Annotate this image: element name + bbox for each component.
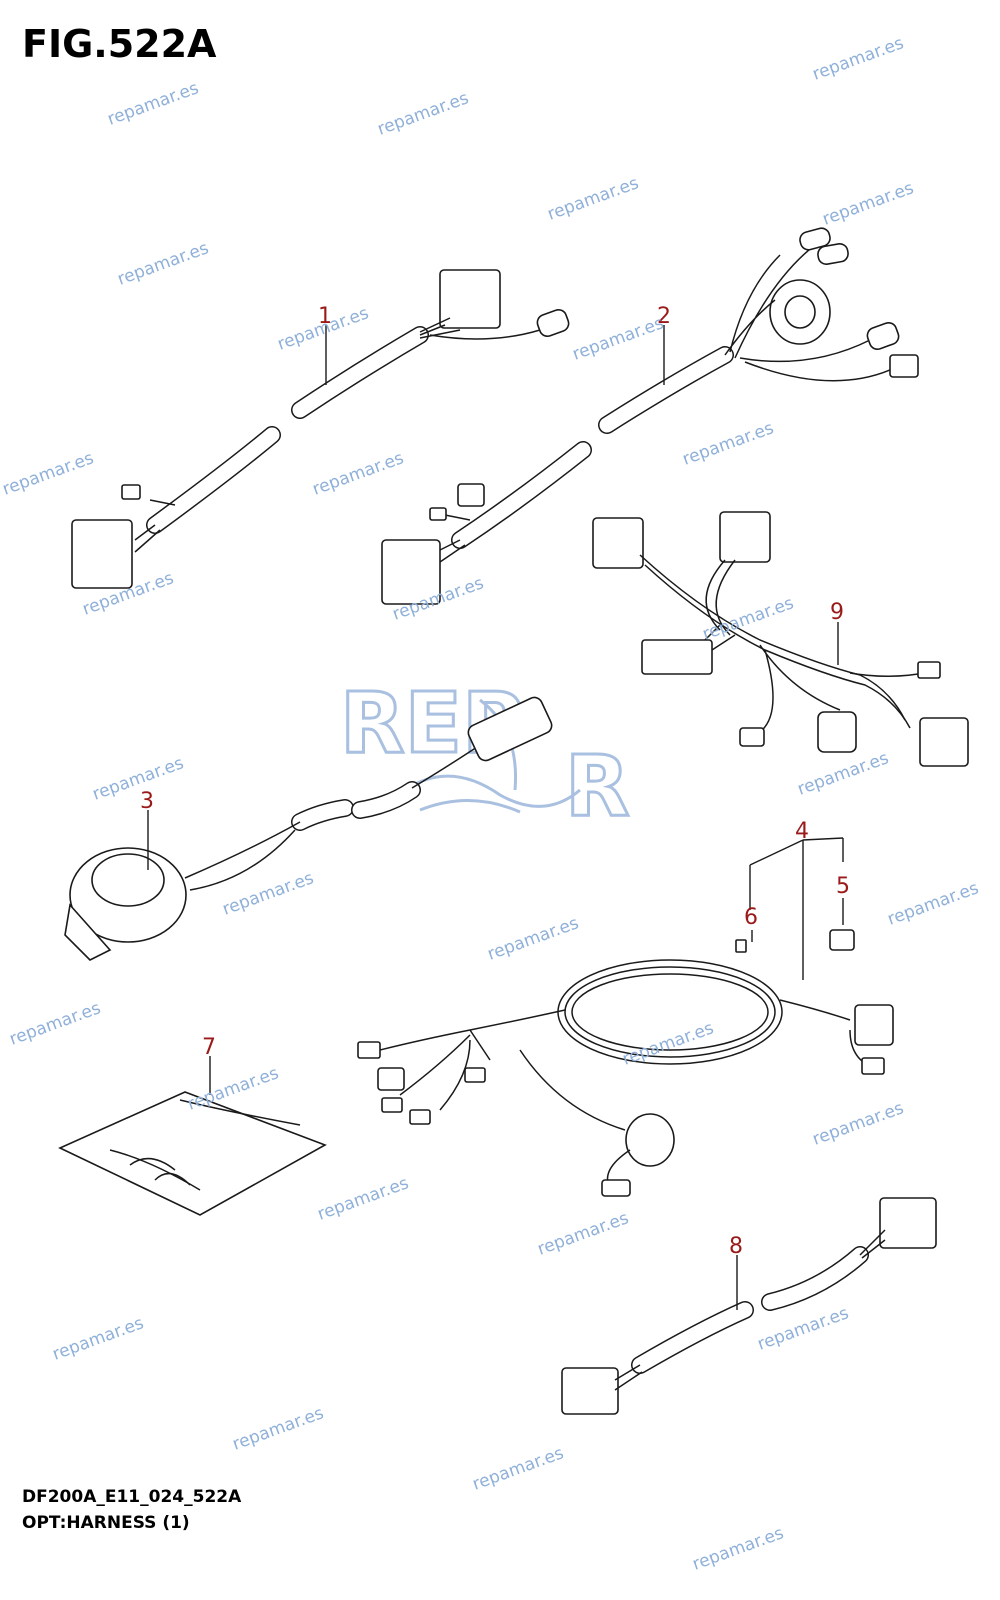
watermark: repamar.es (570, 313, 667, 364)
watermark: repamar.es (50, 1313, 147, 1364)
watermark: repamar.es (810, 1098, 907, 1149)
watermark: repamar.es (90, 753, 187, 804)
watermark: repamar.es (885, 878, 982, 929)
watermark: repamar.es (680, 418, 777, 469)
callout-7: 7 (202, 1035, 216, 1060)
part-4-harness (357, 929, 894, 1197)
part-9-harness (592, 511, 969, 767)
callouts: 1 2 3 4 5 6 7 8 9 (140, 304, 850, 1259)
watermark: repamar.es (470, 1443, 567, 1494)
watermark: repamar.es (0, 448, 96, 499)
part-3-sensor (64, 696, 553, 961)
leader-lines (147, 325, 844, 1310)
watermark: repamar.es (185, 1063, 282, 1114)
part-8-harness (561, 1197, 937, 1415)
watermark: repamar.es (810, 33, 907, 84)
watermark: repamar.es (700, 593, 797, 644)
watermark: repamar.es (105, 78, 202, 129)
callout-3: 3 (140, 789, 154, 814)
callout-8: 8 (729, 1234, 743, 1259)
part-7-bag (58, 1091, 327, 1216)
watermark: repamar.es (485, 913, 582, 964)
figure-title: FIG.522A (22, 22, 217, 66)
watermark: repamar.es (375, 88, 472, 139)
section-title: OPT:HARNESS (1) (22, 1513, 190, 1533)
watermark: repamar.es (545, 173, 642, 224)
callout-6: 6 (744, 905, 758, 930)
part-1-harness (71, 269, 570, 589)
part-2-harness (381, 227, 919, 605)
logo-wave-1 (404, 774, 581, 808)
logo-text-bottom: R (565, 737, 630, 835)
watermark: repamar.es (820, 178, 917, 229)
watermark: repamar.es (795, 748, 892, 799)
watermark: repamar.es (535, 1208, 632, 1259)
callout-5: 5 (836, 874, 850, 899)
leader-4-to-6 (749, 839, 804, 866)
watermark: repamar.es (315, 1173, 412, 1224)
watermark: repamar.es (310, 448, 407, 499)
watermark: repamar.es (690, 1523, 787, 1574)
leader-4-to-5 (802, 837, 844, 841)
callout-4: 4 (795, 819, 809, 844)
watermark: repamar.es (7, 998, 104, 1049)
model-code: DF200A_E11_024_522A (22, 1487, 242, 1507)
logo-wave-2 (419, 798, 521, 814)
watermark: repamar.es (115, 238, 212, 289)
callout-2: 2 (657, 304, 671, 329)
watermark: repamar.es (230, 1403, 327, 1454)
callout-1: 1 (318, 304, 332, 329)
callout-9: 9 (830, 600, 844, 625)
